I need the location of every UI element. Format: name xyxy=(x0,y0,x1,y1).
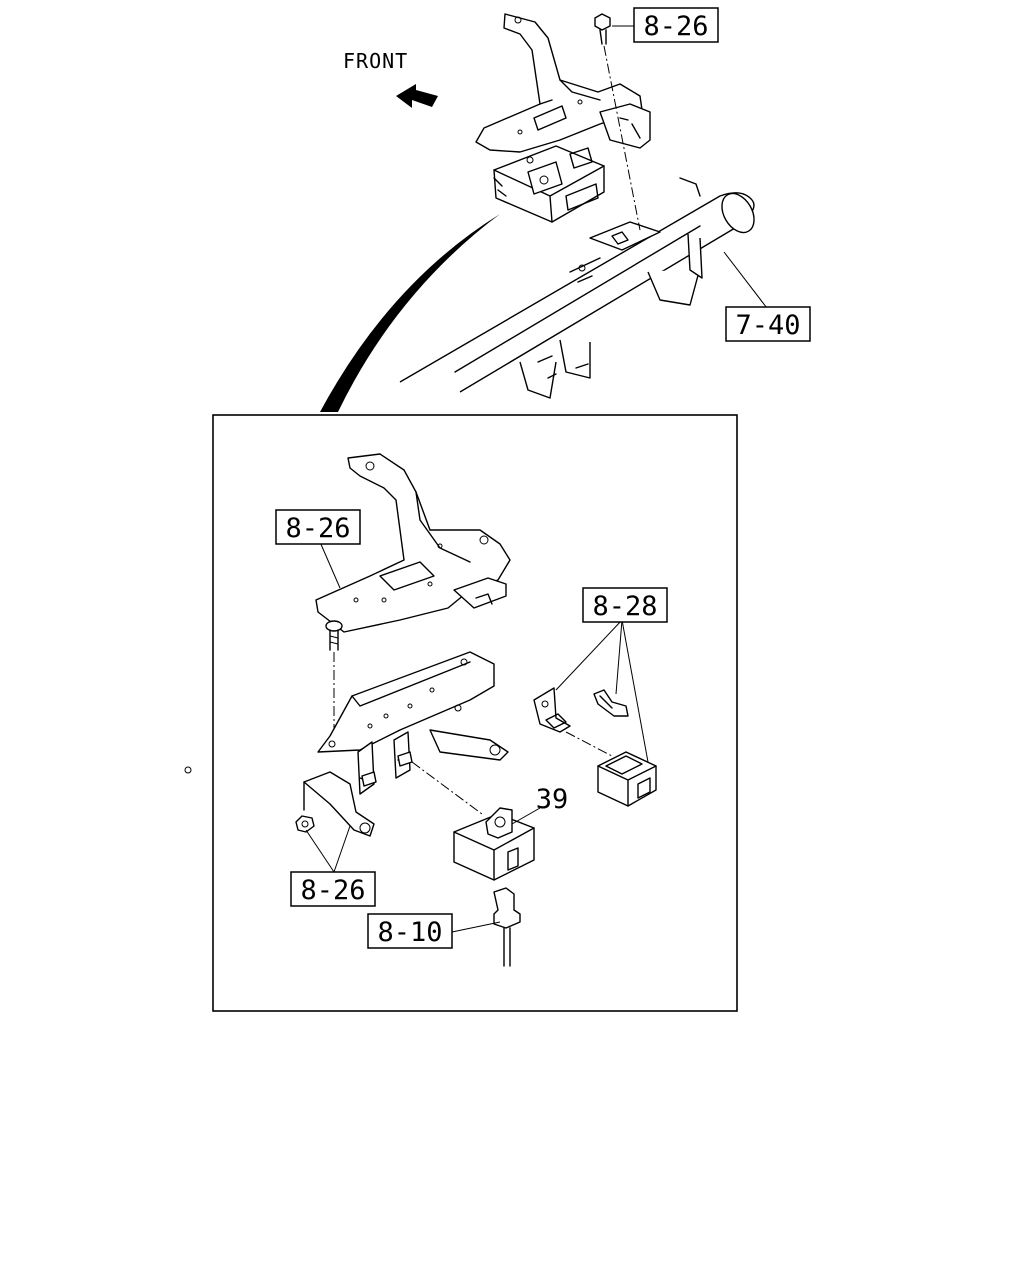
detail-bolt xyxy=(325,620,343,740)
callout-top-bolt-label: 8-26 xyxy=(643,11,708,42)
callout-detail-bracket: 8-26 xyxy=(275,509,361,545)
callout-top-bolt: 8-26 xyxy=(612,7,719,43)
callout-detail-relay-bracket-label: 8-28 xyxy=(592,591,657,622)
callout-detail-nuts: 8-26 xyxy=(290,871,376,907)
callout-cross-member-label: 7-40 xyxy=(735,310,800,341)
detail-frame xyxy=(212,414,738,1012)
detail-upper-bracket xyxy=(315,453,511,633)
callout-cross-member: 7-40 xyxy=(725,306,811,342)
upper-bracket xyxy=(475,13,651,153)
upper-module xyxy=(493,145,605,223)
callout-detail-bracket-label: 8-26 xyxy=(285,513,350,544)
callout-detail-module: 39 xyxy=(536,784,569,815)
top-assembly xyxy=(399,13,771,399)
detail-studs xyxy=(361,751,483,815)
front-arrow-icon xyxy=(396,84,438,108)
callout-detail-nuts-label: 8-26 xyxy=(300,875,365,906)
detail-relay-bracket xyxy=(533,687,629,757)
callout-detail-relay-bracket: 8-28 xyxy=(582,587,668,623)
top-bolt xyxy=(594,13,641,231)
detail-pointer-arrow xyxy=(320,214,500,412)
detail-connector xyxy=(493,887,521,967)
detail-module-39 xyxy=(453,807,541,881)
callout-detail-module-label: 39 xyxy=(536,784,569,815)
detail-leaders xyxy=(305,541,649,933)
detail-relay xyxy=(597,751,657,807)
detail-nut xyxy=(295,815,315,833)
callout-detail-connector: 8-10 xyxy=(367,913,453,949)
cross-member-tube xyxy=(399,177,755,399)
detail-lower-bracket xyxy=(184,651,509,837)
callout-detail-connector-label: 8-10 xyxy=(377,917,442,948)
front-label: FRONT xyxy=(343,49,408,73)
